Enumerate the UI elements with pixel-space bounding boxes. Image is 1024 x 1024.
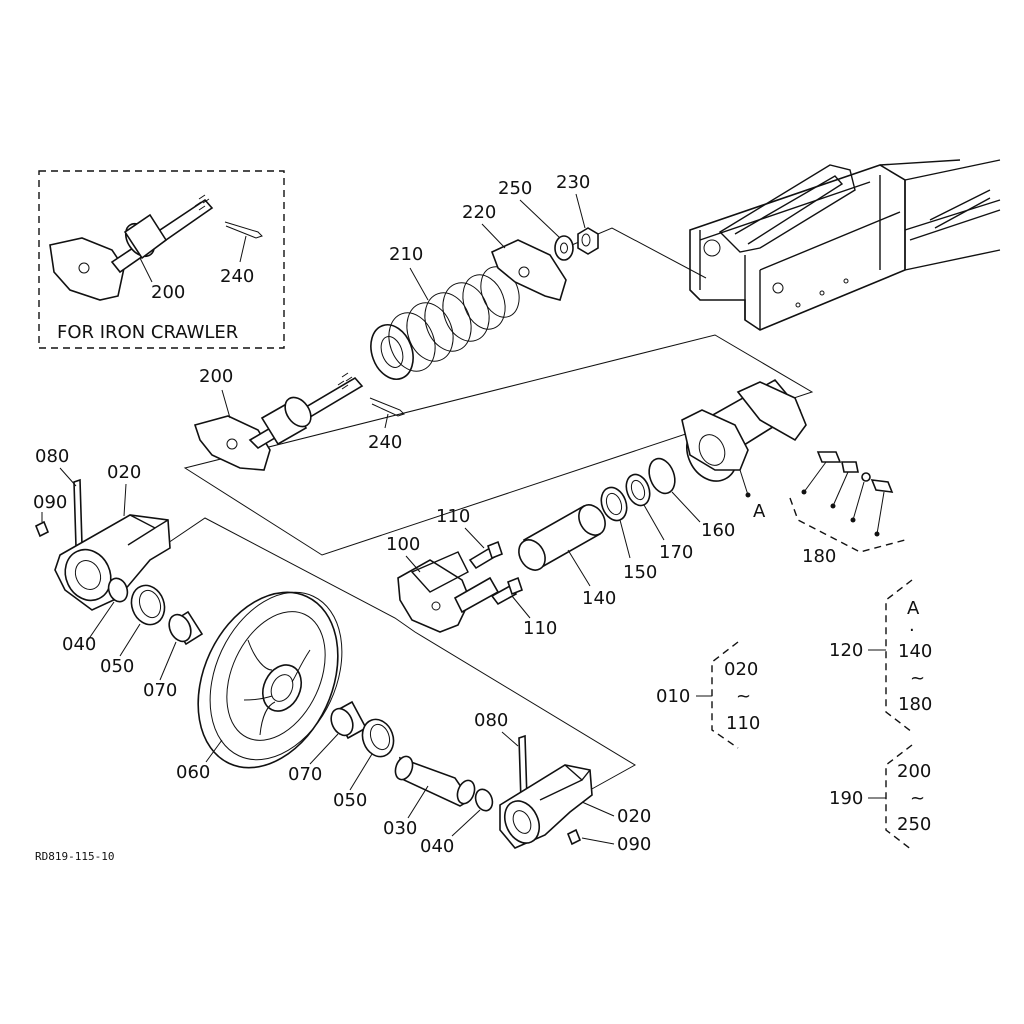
group-120-a: A — [907, 598, 920, 619]
part-label-030: 030 — [383, 818, 417, 839]
part-label-040b: 040 — [420, 836, 454, 857]
recoil-spring: 210 — [370, 244, 520, 380]
group-120-to: 180 — [898, 694, 932, 715]
group-label-190: 190 — [829, 788, 863, 809]
part-label-250: 250 — [498, 178, 532, 199]
group-190-tilde: ~ — [910, 788, 925, 809]
ref-marker-a: A — [753, 501, 766, 522]
part-label-140: 140 — [582, 588, 616, 609]
part-label-180: 180 — [802, 546, 836, 567]
grease-fittings: 180 — [789, 451, 906, 567]
group-190-from: 200 — [897, 761, 931, 782]
part-label-200: 200 — [151, 282, 185, 303]
part-label-110a: 110 — [436, 506, 470, 527]
part-label-050a: 050 — [100, 656, 134, 677]
part-label-090b: 090 — [617, 834, 651, 855]
grease-cylinder: A — [681, 378, 807, 522]
part-label-020a: 020 — [107, 462, 141, 483]
yoke: 100 110 110 — [386, 506, 557, 639]
tension-rod-assembly: 200 240 — [193, 366, 405, 471]
spring-seat-nut: 220 250 230 — [462, 172, 599, 301]
part-label-050b: 050 — [333, 790, 367, 811]
part-label-040a: 040 — [62, 634, 96, 655]
group-010-from: 020 — [724, 659, 758, 680]
part-label-240: 240 — [220, 266, 254, 287]
bearing-block-left: 080 020 090 — [33, 446, 171, 611]
inset-title: FOR IRON CRAWLER — [57, 322, 238, 343]
group-label-120: 120 — [829, 640, 863, 661]
drawing-code: RD819-115-10 — [35, 850, 114, 863]
iron-crawler-inset: 200 240 FOR IRON CRAWLER — [38, 170, 285, 349]
group-120-from: 140 — [898, 641, 932, 662]
piston: 140 — [518, 504, 616, 609]
part-label-220: 220 — [462, 202, 496, 223]
part-label-240b: 240 — [368, 432, 402, 453]
left-seals-bushing: 040 050 070 — [62, 577, 204, 701]
right-seals-shaft: 070 050 030 040 — [288, 700, 494, 857]
part-label-070a: 070 — [143, 680, 177, 701]
seals-rings: 160 170 150 — [600, 457, 735, 583]
part-label-060: 060 — [176, 762, 210, 783]
group-010-tilde: ~ — [736, 686, 751, 707]
group-190: 190 200 ~ 250 — [829, 744, 931, 851]
part-label-210: 210 — [389, 244, 423, 265]
group-label-010: 010 — [656, 686, 690, 707]
part-label-160: 160 — [701, 520, 735, 541]
idler-wheel: 060 — [176, 591, 343, 783]
group-120-tilde: ~ — [910, 668, 925, 689]
part-label-200b: 200 — [199, 366, 233, 387]
group-010-to: 110 — [726, 713, 760, 734]
part-label-080b: 080 — [474, 710, 508, 731]
group-120-dot: · — [909, 620, 915, 641]
track-frame — [689, 159, 1001, 331]
part-label-100: 100 — [386, 534, 420, 555]
group-120: 120 A · 140 ~ 180 — [829, 579, 932, 733]
part-label-090a: 090 — [33, 492, 67, 513]
group-010: 010 020 ~ 110 — [656, 641, 760, 749]
part-label-230: 230 — [556, 172, 590, 193]
part-label-020b: 020 — [617, 806, 651, 827]
part-label-170: 170 — [659, 542, 693, 563]
part-label-150: 150 — [623, 562, 657, 583]
part-label-110b: 110 — [523, 618, 557, 639]
bearing-block-right: 080 020 090 — [474, 710, 651, 855]
group-190-to: 250 — [897, 814, 931, 835]
part-label-080a: 080 — [35, 446, 69, 467]
part-label-070b: 070 — [288, 764, 322, 785]
